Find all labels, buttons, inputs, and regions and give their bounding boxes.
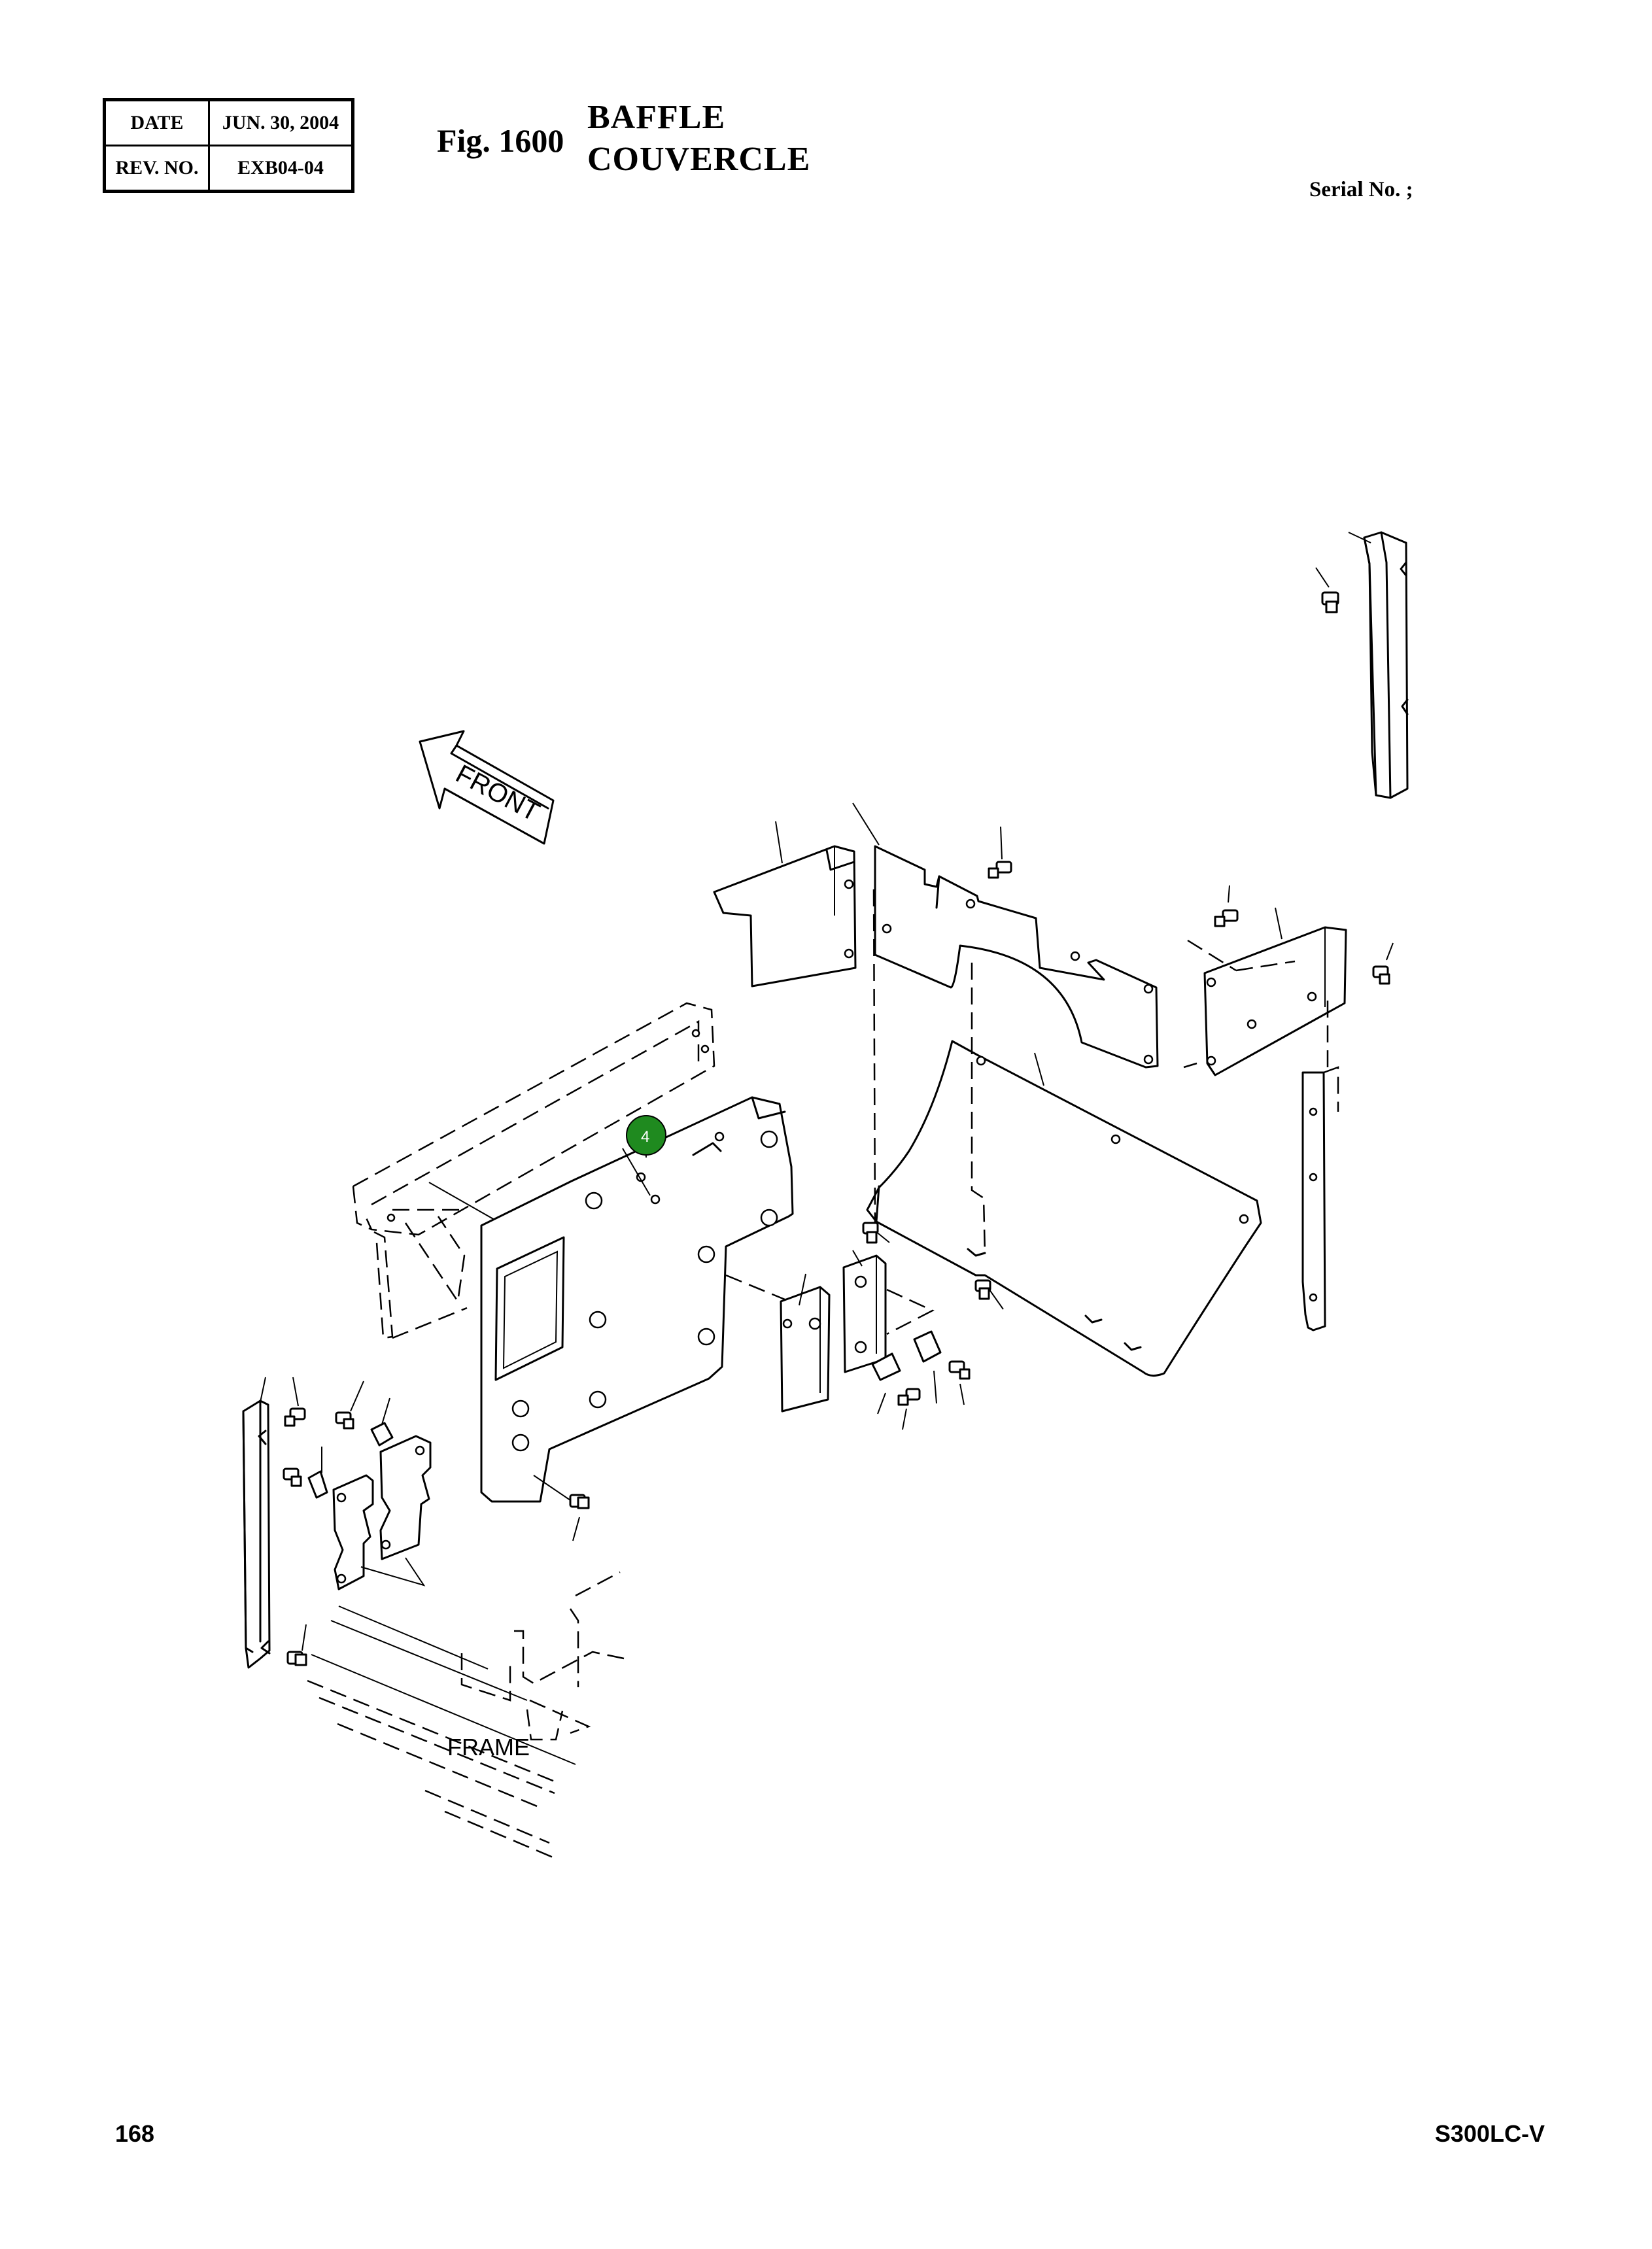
callout-circle (626, 1115, 666, 1156)
callout-bubble: 4 (626, 1115, 666, 1158)
callout-number: 4 (641, 1128, 649, 1146)
serial-number-label: Serial No. ; (1309, 178, 1413, 201)
date-value: JUN. 30, 2004 (208, 99, 354, 146)
right-side-bracket (1183, 885, 1394, 1076)
bolt-icon (974, 1279, 991, 1300)
rev-value: EXB04-04 (208, 145, 354, 192)
bolt-icon (897, 1388, 921, 1406)
right-thin-strip (1301, 1001, 1339, 1331)
bolt-icon (1321, 591, 1339, 613)
main-side-plate (480, 1096, 822, 1503)
bolt-icon (286, 1651, 307, 1666)
bolt-icon (948, 1360, 971, 1380)
lower-tray-panel (866, 889, 1262, 1377)
left-vertical-rail (242, 1377, 271, 1669)
front-arrow: FRONT (419, 730, 555, 845)
frame-upper-beam (352, 1002, 715, 1339)
left-clamp-blocks (283, 1377, 432, 1590)
bolt-icon (284, 1407, 306, 1427)
bolt-icon (1214, 909, 1239, 927)
rev-label: REV. NO. (103, 145, 210, 192)
bolt-icon (1372, 965, 1390, 985)
center-mount-brackets (780, 1222, 1004, 1430)
bolt-icon (283, 1468, 302, 1487)
figure-title: BAFFLE COUVERCLE (587, 97, 810, 180)
figure-number: Fig. 1600 (437, 122, 564, 159)
right-vertical-post (1315, 531, 1409, 799)
bolt-icon (335, 1411, 354, 1430)
title-french: COUVERCLE (587, 141, 811, 178)
page-number: 168 (115, 2120, 155, 2147)
date-row: DATE JUN. 30, 2004 (103, 99, 354, 146)
title-english: BAFFLE (587, 99, 726, 136)
bolt-icon (569, 1494, 590, 1509)
revision-info-table: DATE JUN. 30, 2004 REV. NO. EXB04-04 (103, 98, 354, 193)
revision-row: REV. NO. EXB04-04 (103, 145, 354, 192)
upper-left-bracket (713, 821, 857, 987)
frame-lower-structure: FRAME (307, 1571, 625, 1860)
bolt-icon (988, 861, 1012, 879)
frame-label: FRAME (447, 1734, 530, 1760)
bolt-icon (862, 1222, 879, 1244)
upper-center-curved-panel (852, 802, 1159, 1069)
model-number: S300LC-V (1435, 2120, 1545, 2147)
date-label: DATE (103, 99, 210, 146)
